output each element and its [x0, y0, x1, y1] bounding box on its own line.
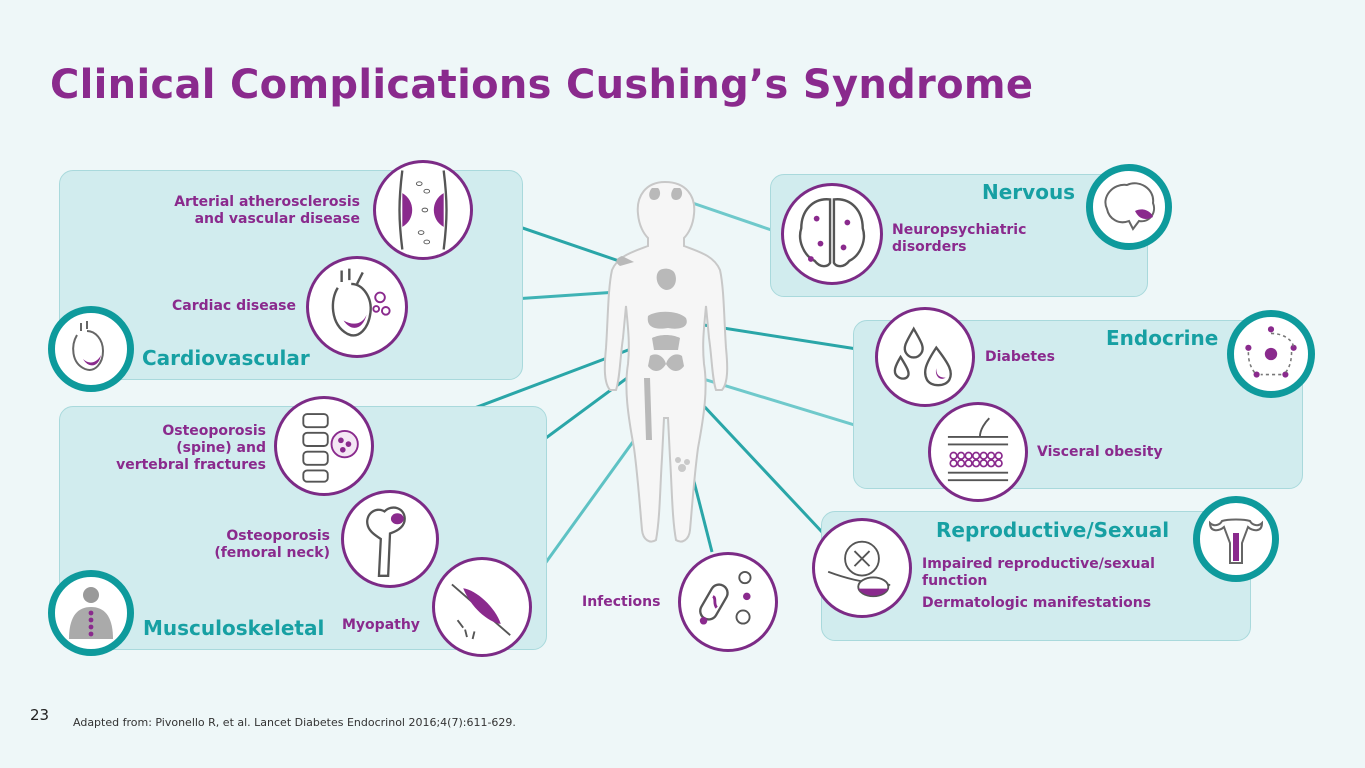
- musculoskeletal-system-label: Musculoskeletal: [143, 616, 325, 640]
- endocrine-network-icon: [1227, 310, 1315, 398]
- reproductive-system-label: Reproductive/Sexual: [936, 518, 1170, 542]
- cardiovascular-system-label: Cardiovascular: [142, 346, 310, 370]
- label-line: (femoral neck): [214, 545, 330, 561]
- connector-line: [671, 318, 877, 354]
- page-title: Clinical Complications Cushing’s Syndrom…: [50, 62, 1034, 108]
- label-line: Osteoporosis: [162, 423, 266, 439]
- bacteria-icon: [678, 552, 778, 652]
- impaired-reproductive-label: Impaired reproductive/sexual function: [922, 556, 1155, 590]
- neuropsychiatric-label: Neuropsychiatric disorders: [892, 222, 1026, 256]
- neuron-brain-icon: [781, 183, 883, 285]
- human-body-figure: [603, 180, 729, 543]
- osteoporosis-spine-label: Osteoporosis (spine) and vertebral fract…: [86, 423, 266, 474]
- myopathy-label: Myopathy: [342, 617, 420, 633]
- reproductive-uterus-icon: [1193, 496, 1279, 582]
- label-line: Cardiac disease: [172, 298, 296, 314]
- label-line: function: [922, 573, 988, 589]
- skin-lesion-icon: [812, 518, 912, 618]
- muscle-icon: [432, 557, 532, 657]
- page-number: 23: [30, 706, 50, 724]
- nervous-system-label: Nervous: [982, 180, 1076, 204]
- heart-icon: [306, 256, 408, 358]
- femur-icon: [341, 490, 439, 588]
- drop-icon: [875, 307, 975, 407]
- infections-label: Infections: [582, 594, 661, 610]
- visceral-obesity-label: Visceral obesity: [1037, 444, 1163, 460]
- skin-layers-icon: [928, 402, 1028, 502]
- cardiac-disease-label: Cardiac disease: [120, 298, 296, 315]
- label-line: disorders: [892, 239, 967, 255]
- label-line: Arterial atherosclerosis: [174, 194, 360, 210]
- label-line: Impaired reproductive/sexual: [922, 556, 1155, 572]
- spine-icon: [274, 396, 374, 496]
- label-line: vertebral fractures: [116, 457, 266, 473]
- diabetes-label: Diabetes: [985, 349, 1055, 365]
- osteoporosis-femoral-label: Osteoporosis (femoral neck): [160, 528, 330, 562]
- arterial-atherosclerosis-label: Arterial atherosclerosis and vascular di…: [140, 194, 360, 228]
- label-line: Osteoporosis: [226, 528, 330, 544]
- dermatologic-label: Dermatologic manifestations: [922, 595, 1152, 611]
- label-line: (spine) and: [176, 440, 266, 456]
- label-line: Neuropsychiatric: [892, 222, 1027, 238]
- nervous-brain-icon: [1086, 164, 1172, 250]
- citation: Adapted from: Pivonello R, et al. Lancet…: [73, 716, 516, 729]
- label-line: and vascular disease: [194, 211, 360, 227]
- vessel-icon: [373, 160, 473, 260]
- musculoskeletal-back-icon: [48, 570, 134, 656]
- cardiovascular-heart-icon: [48, 306, 134, 392]
- endocrine-system-label: Endocrine: [1106, 326, 1219, 350]
